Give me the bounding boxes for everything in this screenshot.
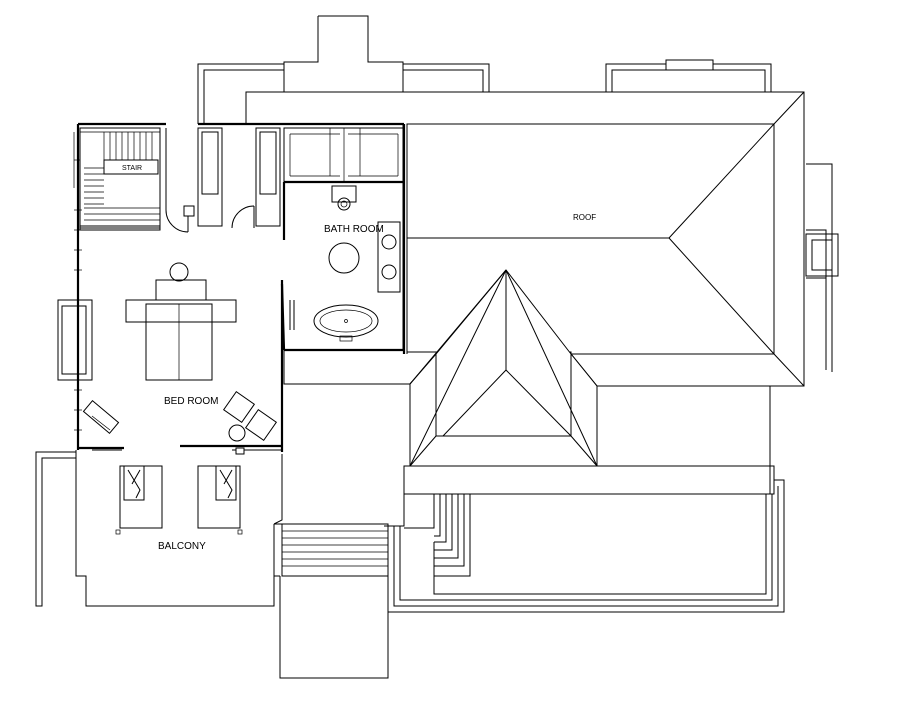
lounge-chair-left (115, 465, 163, 535)
top-left-parapet (197, 63, 284, 124)
right-side-lines (769, 163, 839, 494)
armchairs (222, 390, 278, 442)
bed-room-label: BED ROOM (164, 396, 218, 407)
entrance-steps (274, 523, 389, 679)
gable-roof (409, 269, 598, 467)
bathroom-walls (282, 127, 405, 240)
stair-label: STAIR (122, 165, 142, 172)
lounge-chair-right (197, 465, 243, 535)
roof-label: ROOF (573, 213, 596, 222)
stair (79, 127, 161, 231)
bedroom-door-lines (92, 447, 282, 455)
bath-room-label: BATH ROOM (324, 224, 384, 235)
side-desk (82, 400, 120, 434)
wardrobe-left (197, 127, 223, 227)
stair-door (165, 128, 195, 233)
closet-door (231, 205, 255, 229)
top-mid-parapet (403, 63, 490, 92)
toilet (331, 185, 357, 211)
wardrobe-right (255, 127, 281, 227)
bath-rug (328, 242, 360, 274)
lower-terrace (384, 465, 785, 613)
top-chimney (283, 15, 404, 92)
top-right-parapet (605, 59, 772, 92)
bed (125, 262, 237, 381)
balcony-label: BALCONY (158, 541, 206, 552)
vanity (377, 221, 401, 293)
balcony-outline (35, 450, 283, 607)
bath-door (280, 283, 295, 351)
bathtub (313, 304, 379, 342)
